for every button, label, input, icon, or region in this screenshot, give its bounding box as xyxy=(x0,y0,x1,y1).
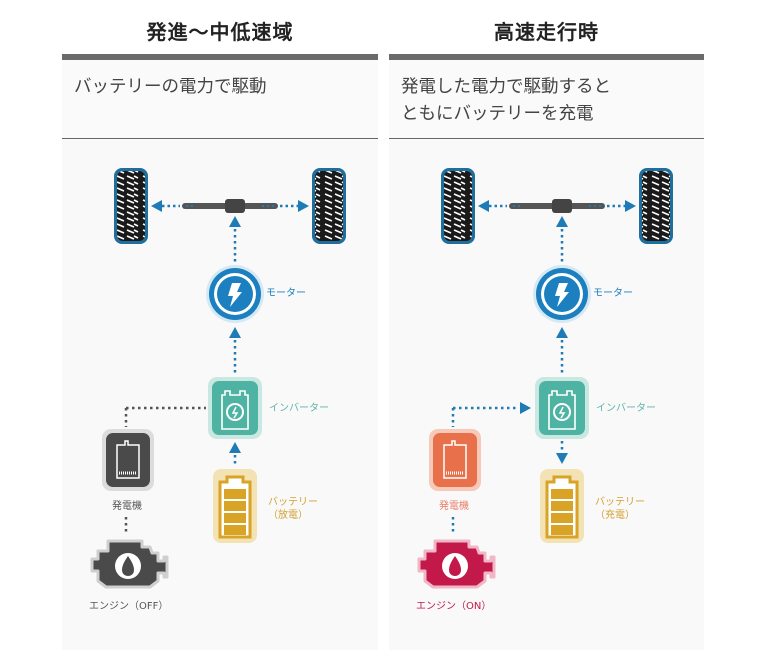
flow-arrow-motor-to-axle xyxy=(229,216,241,264)
diagram-svg xyxy=(417,168,673,589)
motor-label: モーター xyxy=(266,288,306,299)
battery-icon xyxy=(540,469,584,543)
engine-label: エンジン（OFF） xyxy=(89,601,169,612)
flow-arrow-to-left-tire xyxy=(478,200,507,212)
battery-icon xyxy=(213,469,257,543)
panel-low-mid-speed: 発進〜中低速域 バッテリーの電力で駆動 xyxy=(62,0,378,650)
axle-icon xyxy=(182,199,278,213)
flow-arrow-to-right-tire xyxy=(607,200,636,212)
generator-label: 発電機 xyxy=(439,501,469,512)
tire-icon-right xyxy=(312,168,346,244)
battery-state-label: （充電） xyxy=(595,510,635,521)
tire-icon-left xyxy=(114,168,148,244)
drive-diagram: モーター インバーター バッテリー （充電） 発電機 エンジン（ON） xyxy=(389,139,704,650)
title-divider xyxy=(62,54,378,60)
lightning-icon xyxy=(555,283,569,307)
inverter-label: インバーター xyxy=(596,403,656,414)
inverter-icon xyxy=(535,377,589,439)
flow-arrow-inverter-to-battery xyxy=(556,441,568,464)
panel-high-speed: 高速走行時 発電した電力で駆動すると ともにバッテリーを充電 xyxy=(389,0,704,650)
motor-icon xyxy=(533,265,591,323)
description-box: バッテリーの電力で駆動 xyxy=(62,60,378,139)
panel-description: 発電した電力で駆動すると ともにバッテリーを充電 xyxy=(401,77,611,124)
drive-diagram: モーター インバーター バッテリー （放電） 発電機 エンジン（OFF） xyxy=(62,139,378,650)
generator-label: 発電機 xyxy=(112,501,142,512)
description-box: 発電した電力で駆動すると ともにバッテリーを充電 xyxy=(389,60,704,139)
motor-icon xyxy=(206,265,264,323)
flow-arrow-inverter-to-motor xyxy=(229,327,241,375)
battery-label: バッテリー xyxy=(268,497,318,508)
generator-icon xyxy=(102,429,154,491)
panel-title: 発進〜中低速域 xyxy=(146,20,294,44)
lightning-icon xyxy=(228,283,242,307)
inverter-icon xyxy=(208,377,262,439)
diagram-svg xyxy=(90,168,346,589)
motor-label: モーター xyxy=(593,288,633,299)
flow-arrow-inverter-to-motor xyxy=(556,327,568,375)
tire-icon-right xyxy=(639,168,673,244)
engine-label: エンジン（ON） xyxy=(416,601,492,612)
flow-line-generator-inverter xyxy=(124,406,206,427)
flow-arrow-generator-to-inverter xyxy=(451,402,531,427)
inverter-label: インバーター xyxy=(269,403,329,414)
flow-arrow-battery-to-inverter xyxy=(229,442,241,466)
panel-description: バッテリーの電力で駆動 xyxy=(74,77,267,97)
battery-state-label: （放電） xyxy=(268,510,308,521)
axle-icon xyxy=(509,199,605,213)
battery-label: バッテリー xyxy=(595,497,645,508)
flow-arrow-to-right-tire xyxy=(280,200,309,212)
engine-icon xyxy=(417,539,496,589)
generator-icon xyxy=(429,429,481,491)
title-divider xyxy=(389,54,704,60)
panel-title: 高速走行時 xyxy=(494,20,599,44)
flow-arrow-motor-to-axle xyxy=(556,216,568,264)
tire-icon-left xyxy=(441,168,475,244)
engine-icon xyxy=(90,539,169,589)
flow-arrow-to-left-tire xyxy=(151,200,180,212)
